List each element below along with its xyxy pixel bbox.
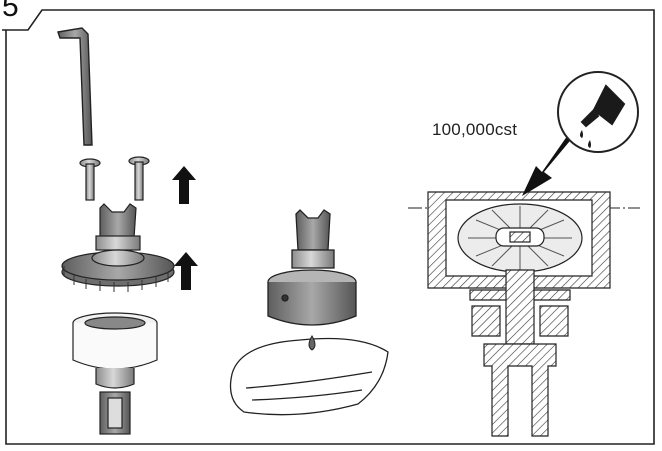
spur-gear (61, 249, 175, 292)
gearbox-housing (72, 312, 158, 435)
drive-unit (267, 209, 357, 326)
callout-pointer (522, 132, 574, 196)
screw-left (79, 158, 101, 201)
oil-bottle-icon (580, 84, 626, 148)
up-arrow-icon (172, 166, 196, 204)
oil-callout (557, 71, 639, 153)
step-number: 5 (2, 0, 19, 23)
viscosity-label: 100,000cst (432, 120, 518, 139)
screw-right (128, 156, 150, 201)
step-frame (2, 9, 655, 445)
oil-drop (308, 335, 316, 351)
section-view (408, 191, 640, 437)
up-arrow-icon (174, 252, 198, 290)
hex-key-icon (57, 27, 93, 146)
output-shaft (95, 203, 141, 251)
cloth (229, 337, 389, 416)
